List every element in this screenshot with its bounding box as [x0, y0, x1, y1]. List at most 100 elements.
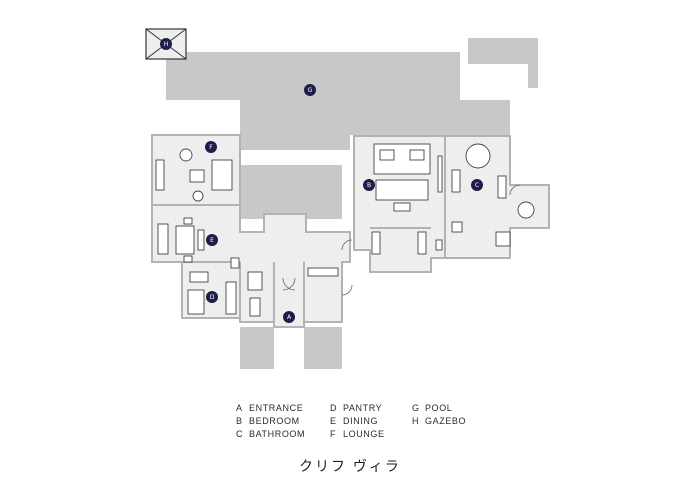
marker-d: D [206, 291, 218, 303]
marker-h-label: H [164, 41, 169, 48]
dining-sideboard [157, 223, 169, 255]
pantry-door-swing [341, 284, 353, 296]
closet-left [371, 231, 381, 255]
legend-label: POOL [425, 403, 453, 413]
dining-chair-bottom [183, 255, 193, 263]
legend-item-entrance: A ENTRANCE [236, 403, 330, 413]
pantry-counter [189, 271, 209, 283]
marker-a-label: A [287, 314, 292, 321]
pillow-left [379, 149, 395, 161]
bath-cabinet [497, 175, 507, 199]
outdoor-shower [517, 201, 535, 219]
legend-key: B [236, 416, 243, 426]
marker-c: C [471, 179, 483, 191]
legend-key: E [330, 416, 337, 426]
bath-basin [451, 221, 463, 233]
lounge-furniture [155, 148, 233, 202]
legend-label: BEDROOM [249, 416, 300, 426]
legend-item-bathroom: C BATHROOM [236, 429, 330, 439]
outbuilding [468, 38, 538, 88]
lounge-table [189, 169, 205, 183]
marker-e: E [206, 234, 218, 246]
pool-area [166, 38, 538, 369]
entrance-door-swing-2 [282, 277, 296, 291]
pantry-sink [230, 257, 240, 269]
legend-item-pool: G POOL [412, 403, 492, 413]
marker-g-label: G [308, 87, 313, 94]
marker-b-dot [363, 179, 375, 191]
room-markers: A B C D E F G H [160, 38, 483, 323]
legend-key: A [236, 403, 243, 413]
entrance-door-swing [282, 277, 296, 291]
legend-key: F [330, 429, 337, 439]
dining-bench [197, 229, 205, 251]
bedroom-sofa [375, 179, 429, 201]
floor-plan: A B C D E F G H [145, 28, 550, 369]
villa-title: クリフ ヴィラ [299, 458, 401, 474]
legend-item-lounge: F LOUNGE [330, 429, 412, 439]
marker-e-dot [206, 234, 218, 246]
lounge-sofa [211, 159, 233, 191]
legend-label: BATHROOM [249, 429, 306, 439]
marker-e-label: E [210, 237, 214, 244]
closet-right [417, 231, 427, 255]
pillow-right [409, 149, 425, 161]
bath-bidet [435, 239, 443, 251]
bedroom-furniture [371, 143, 443, 255]
corridor-door-swing [341, 239, 353, 251]
marker-g: G [304, 84, 316, 96]
marker-f-label: F [209, 144, 213, 151]
marker-b-label: B [367, 182, 371, 189]
marker-c-dot [471, 179, 483, 191]
marker-f-dot [205, 141, 217, 153]
pantry-shelf [225, 281, 237, 315]
legend-label: LOUNGE [343, 429, 385, 439]
pantry-cabinet [187, 289, 205, 315]
lounge-console [155, 159, 165, 191]
terrace-left [240, 327, 274, 369]
entrance-console [249, 297, 261, 317]
legend-key: H [412, 416, 420, 426]
legend-label: DINING [343, 416, 379, 426]
bath-wing-floor [444, 135, 550, 259]
bath-wc [495, 231, 511, 247]
bath-door-swing [509, 184, 521, 196]
bedroom-tv-panel [437, 155, 443, 193]
legend-label: GAZEBO [425, 416, 467, 426]
powder-room-wc [247, 271, 263, 291]
pool-deck-shape [166, 52, 510, 150]
marker-b: B [363, 179, 375, 191]
marker-a-dot [283, 311, 295, 323]
legend: A ENTRANCE D PANTRY G POOL B BEDROOM E D… [236, 403, 492, 439]
shoe-rack [307, 267, 339, 277]
legend-key: D [330, 403, 338, 413]
doors [282, 184, 521, 296]
pantry-fixtures [187, 257, 240, 315]
bathroom-fixtures [435, 143, 535, 251]
marker-h-dot [160, 38, 172, 50]
lounge-armchair [179, 148, 193, 162]
marker-d-label: D [210, 294, 215, 301]
lounge-stool [192, 190, 204, 202]
terrace-center [240, 165, 342, 219]
marker-c-label: C [475, 182, 479, 189]
legend-item-dining: E DINING [330, 416, 412, 426]
legend-item-gazebo: H GAZEBO [412, 416, 492, 426]
marker-a: A [283, 311, 295, 323]
marker-f: F [205, 141, 217, 153]
terrace-right [304, 327, 342, 369]
marker-g-dot [304, 84, 316, 96]
legend-item-pantry: D PANTRY [330, 403, 412, 413]
bath-vanity [451, 169, 461, 193]
legend-label: PANTRY [343, 403, 383, 413]
legend-key: G [412, 403, 420, 413]
bathtub [465, 143, 491, 169]
bedroom-ottoman [393, 202, 411, 212]
marker-d-dot [206, 291, 218, 303]
entrance-fixtures [247, 267, 339, 317]
marker-h: H [160, 38, 172, 50]
legend-label: ENTRANCE [249, 403, 304, 413]
dining-chair-top [183, 217, 193, 225]
legend-key: C [236, 429, 244, 439]
dining-table [175, 225, 195, 255]
